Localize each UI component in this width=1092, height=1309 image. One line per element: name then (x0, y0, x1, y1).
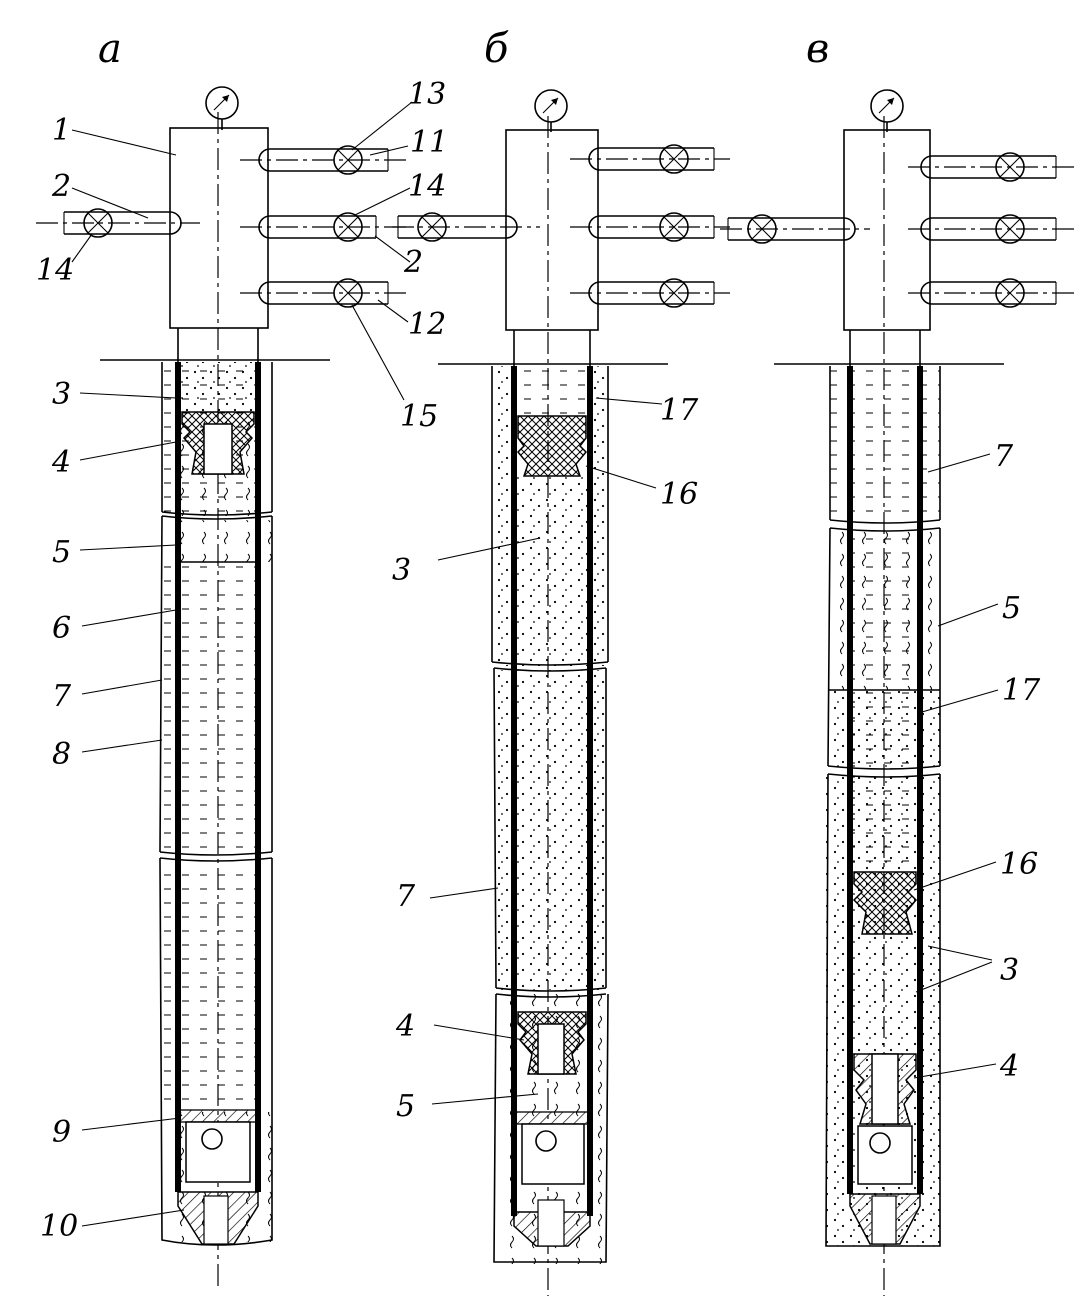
valve-icon (659, 212, 689, 242)
valve-icon (995, 214, 1025, 244)
valve-icon (747, 214, 777, 244)
callout-number: 4 (51, 445, 71, 480)
callout-number: 7 (994, 439, 1014, 474)
callout-number: 2 (403, 245, 423, 280)
check-valve (521, 1123, 585, 1185)
callout-leaders (429, 397, 663, 1105)
valve-icon (659, 144, 689, 174)
callout-leaders (913, 453, 999, 1079)
pressure-gauge-icon (870, 89, 904, 132)
valve-icon (333, 145, 363, 175)
callout-number: 10 (40, 1209, 78, 1244)
callout-number: 5 (396, 1089, 415, 1124)
callout-number: 4 (999, 1049, 1019, 1084)
callout-number: 7 (52, 679, 72, 714)
callout-number: 13 (408, 77, 446, 112)
valve-icon (659, 278, 689, 308)
valve-icon (83, 208, 113, 238)
callout-number: 17 (660, 393, 699, 428)
callout-number: 4 (395, 1009, 415, 1044)
left-inlet-pipe (392, 215, 540, 239)
left-inlet-pipe (720, 217, 870, 241)
wellhead-block (169, 127, 269, 329)
callout-number: 14 (36, 253, 74, 288)
callout-number: 12 (408, 307, 446, 342)
right-outlet-pipes (908, 155, 1076, 305)
callout-number: 15 (400, 399, 438, 434)
valve-icon (995, 152, 1025, 182)
left-inlet-pipe (36, 211, 200, 235)
callout-number: 8 (52, 737, 71, 772)
callout-number: 6 (52, 611, 71, 646)
right-outlet-pipes (570, 147, 730, 305)
callout-number: 17 (1002, 673, 1041, 708)
callout-number: 11 (410, 125, 448, 160)
stop-ring (179, 1109, 257, 1123)
top-plug (852, 871, 918, 935)
pressure-gauge-icon (534, 89, 568, 132)
stop-ring (515, 1111, 589, 1125)
panel-a-well: а (36, 26, 448, 1290)
bottom-plug (181, 411, 255, 475)
valve-icon (333, 278, 363, 308)
panel-b-well: б (392, 26, 730, 1296)
callout-number: 16 (660, 477, 698, 512)
valve-icon (995, 278, 1025, 308)
callout-number: 14 (408, 169, 446, 204)
bottom-plug (853, 1053, 917, 1125)
callout-number: 7 (396, 879, 416, 914)
panel-a-letter: а (98, 26, 122, 72)
callout-number: 3 (392, 553, 411, 588)
callout-number: 1 (52, 113, 71, 148)
check-valve (185, 1121, 251, 1183)
valve-icon (333, 212, 363, 242)
wellhead-block (843, 129, 931, 331)
callout-number: 9 (52, 1115, 71, 1150)
panel-b-letter: б (484, 26, 509, 72)
callout-number: 3 (1000, 953, 1019, 988)
callout-leaders (71, 101, 413, 1227)
callout-number: 3 (52, 377, 71, 412)
panel-v-letter: в (806, 26, 829, 72)
panel-v-well: в (720, 26, 1076, 1296)
bottom-plug (517, 1011, 587, 1075)
callout-number: 16 (1000, 847, 1038, 882)
valve-icon (417, 212, 447, 242)
callout-number: 5 (1002, 591, 1021, 626)
top-plug (516, 415, 588, 477)
pressure-gauge-icon (205, 86, 239, 130)
callout-number: 5 (52, 535, 71, 570)
check-valve (857, 1125, 913, 1185)
callout-number: 2 (51, 169, 71, 204)
wellhead-block (505, 129, 599, 331)
right-outlet-pipes (240, 148, 408, 305)
